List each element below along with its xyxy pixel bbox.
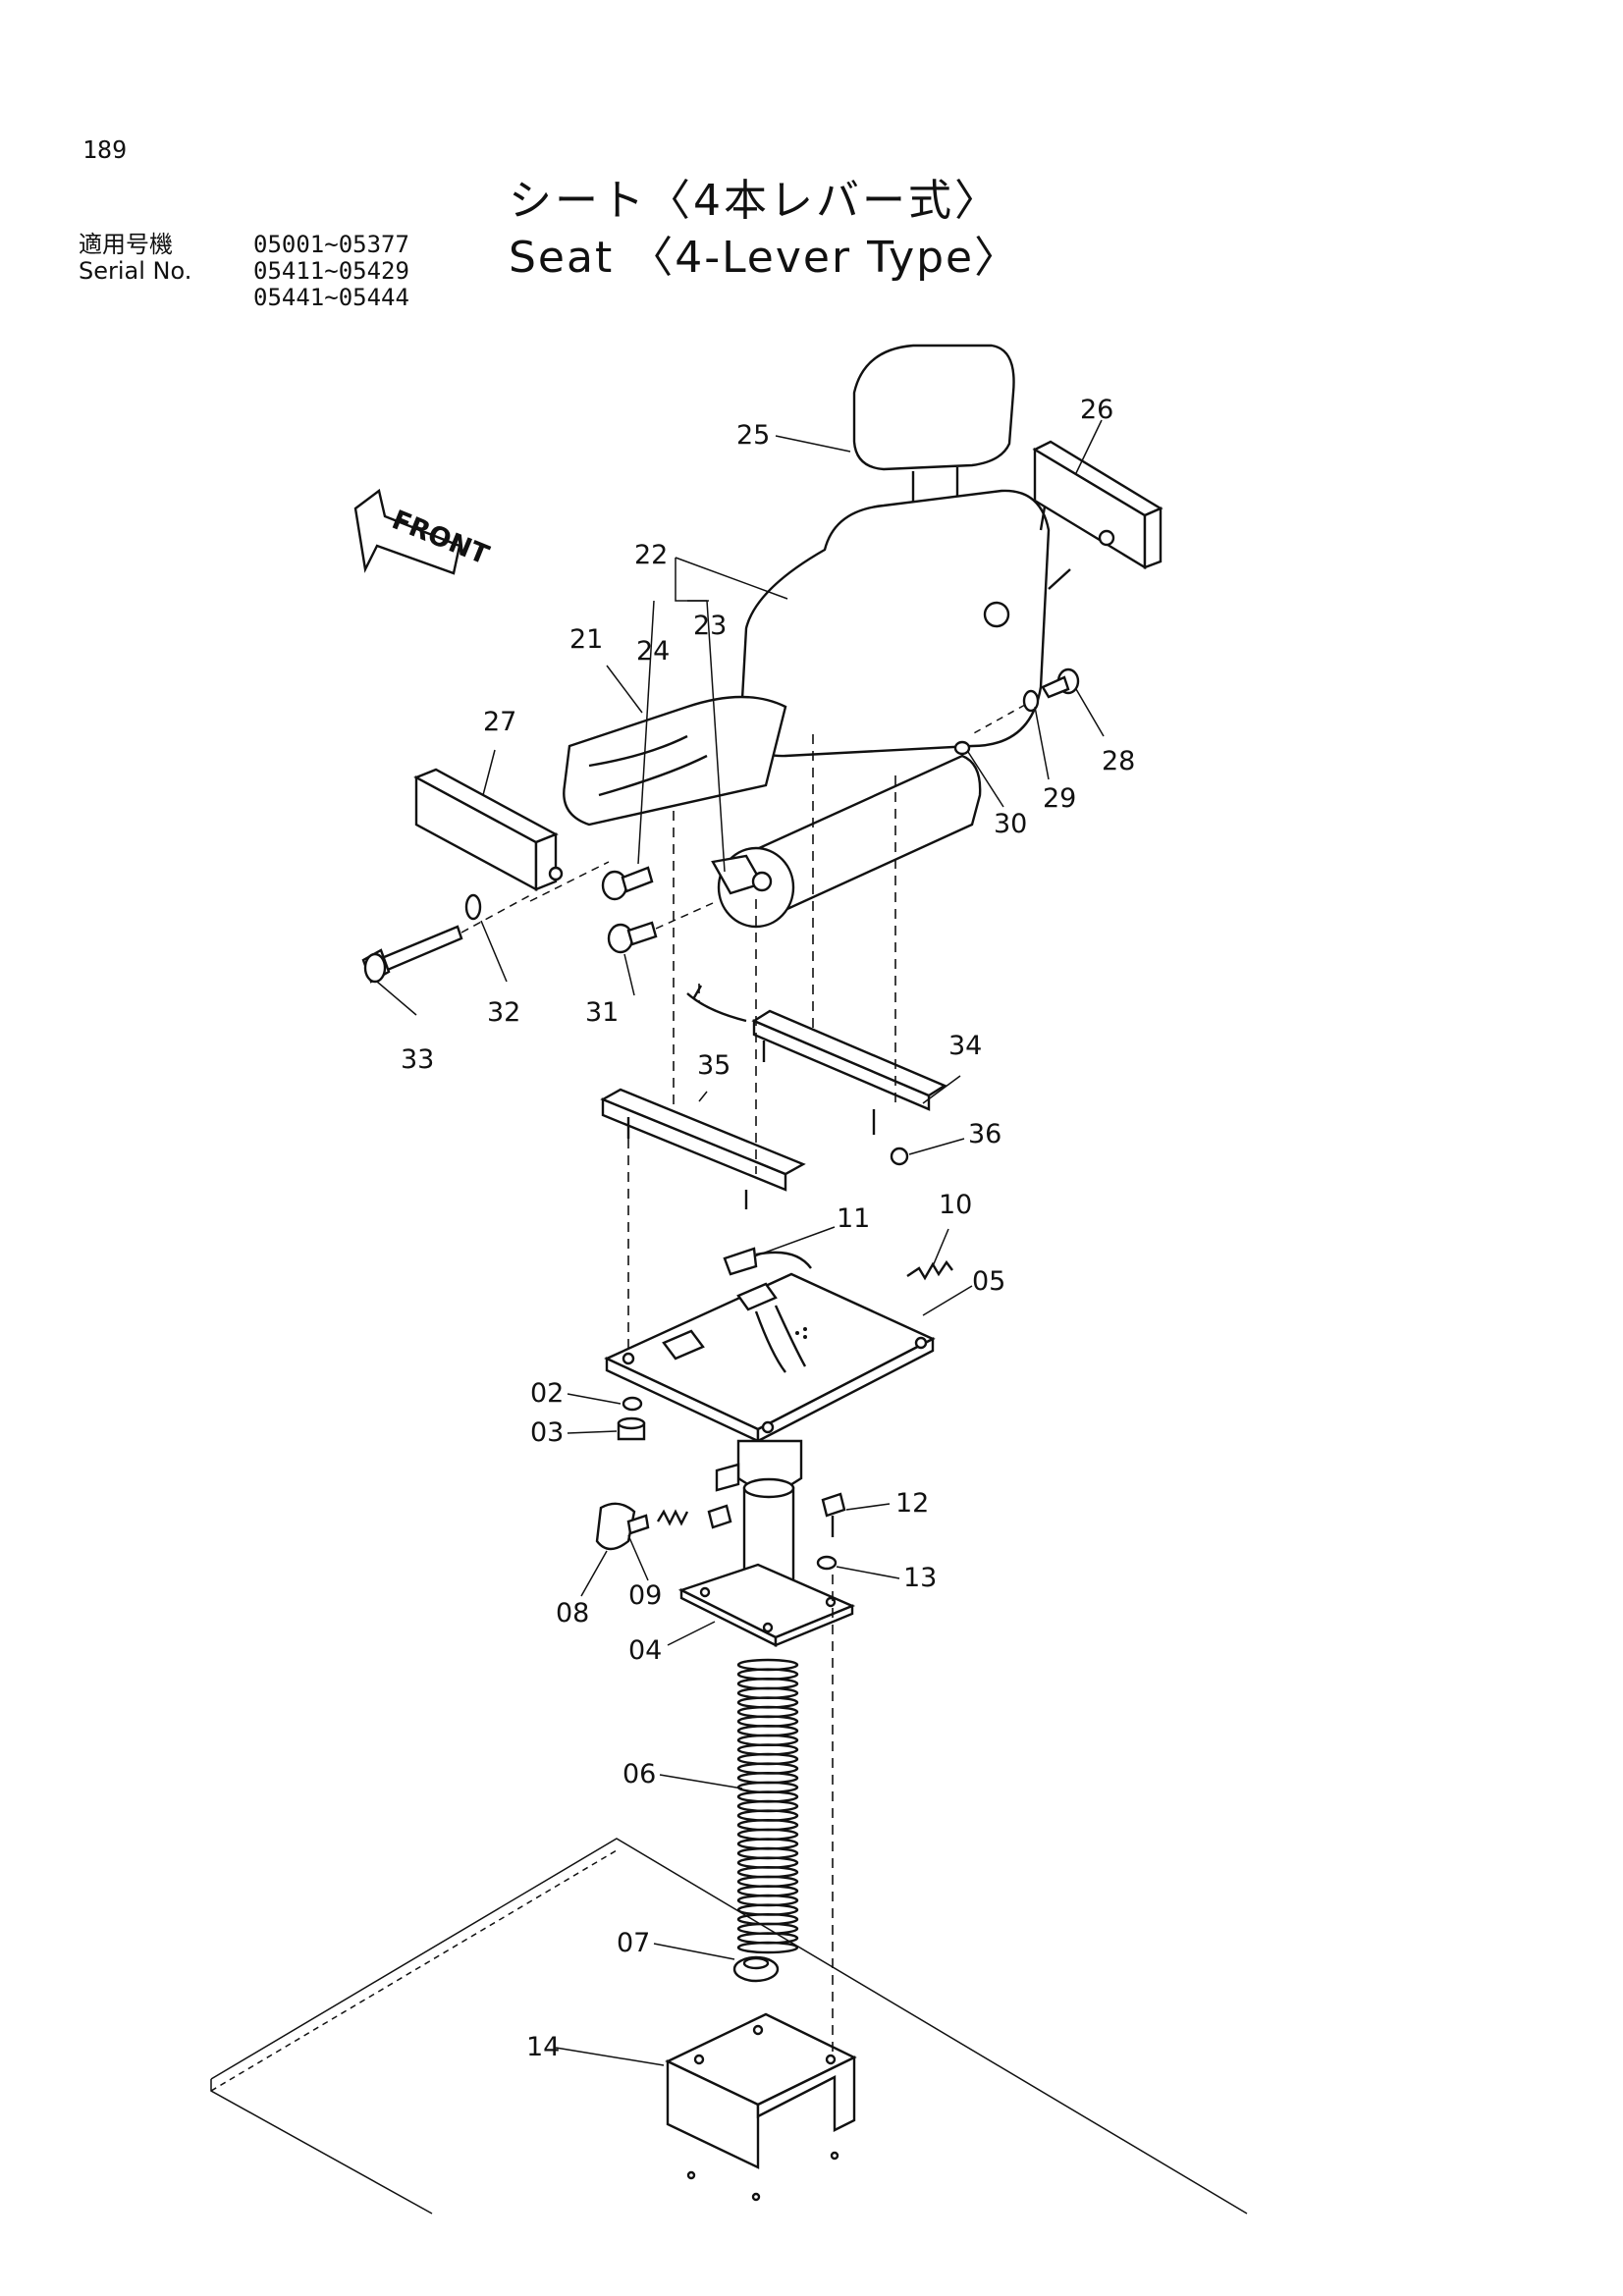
lever-11 [723,1247,812,1276]
callout-10: 10 [939,1190,972,1220]
serial-range: 05411~05429 [253,257,409,285]
callout-28: 28 [1102,746,1135,776]
spring-cap-07 [732,1955,780,1983]
washer-29 [1022,689,1040,713]
callout-13: 13 [903,1563,937,1593]
seat-cushion [563,695,787,827]
slide-rail-35 [600,1088,806,1209]
assembly-lines [529,734,896,2057]
callout-06: 06 [622,1759,656,1789]
seat-backrest [739,470,1071,758]
callout-11: 11 [837,1203,870,1234]
slide-rail-34 [686,985,947,1166]
serial-ranges: 05001~05377 05411~05429 05441~05444 [253,232,409,311]
seat-post-column [677,1439,856,1647]
callout-26: 26 [1080,395,1113,425]
washer-30 [953,740,971,756]
callout-04: 04 [628,1635,662,1666]
washer-02 [622,1396,643,1412]
bolt-09b [707,1504,732,1529]
callout-34: 34 [948,1031,982,1061]
callout-24: 24 [636,636,670,667]
callout-25: 25 [736,420,770,451]
floor-plate [210,1838,1248,2215]
callout-09: 09 [628,1580,662,1611]
callout-27: 27 [483,707,516,737]
mount-hole [686,2170,696,2180]
callouts: 25 26 22 23 24 21 27 28 29 30 31 32 33 3… [401,395,1135,2062]
callout-31: 31 [585,997,619,1028]
callout-02: 02 [530,1378,564,1409]
leader-lines [376,419,1105,2066]
bolt-28 [1041,667,1080,699]
callout-21: 21 [569,624,603,655]
callout-08: 08 [556,1598,589,1629]
page-title-japanese: シート〈4本レバー式〉 [509,176,1001,226]
seat-plate-05 [604,1272,936,1443]
mount-hole [751,2192,761,2202]
callout-22: 22 [634,540,668,570]
washer-32 [464,893,482,921]
callout-29: 29 [1043,783,1076,814]
spring-coil [736,1941,799,1954]
coil-spring-06 [736,1658,799,1954]
callout-03: 03 [530,1417,564,1448]
callout-32: 32 [487,997,520,1028]
serial-label: 適用号機 Serial No. [79,232,191,285]
callout-35: 35 [697,1050,730,1081]
seat-frame-roll [711,754,982,929]
callout-07: 07 [617,1928,650,1958]
knob-bolt-31 [607,902,714,954]
callout-33: 33 [401,1044,434,1075]
bracket-14 [665,2012,857,2169]
callout-12: 12 [895,1488,929,1519]
mount-hole [830,2151,839,2161]
serial-range: 05441~05444 [253,284,409,311]
armrest-right [1032,440,1163,570]
armrest-left [413,768,564,892]
bolt-33 [361,894,531,984]
bolt-12 [821,1492,846,1537]
front-arrow-icon: FRONT [353,488,494,575]
serial-range: 05001~05377 [253,231,409,258]
callout-23: 23 [693,611,727,641]
knob-bolt-24 [601,866,654,901]
spring-09 [656,1509,689,1526]
spring-10 [906,1259,953,1281]
serial-label-english: Serial No. [79,257,192,285]
nut-03 [617,1416,646,1441]
callout-14: 14 [526,2032,560,2062]
page-title-english: Seat 〈4-Lever Type〉 [509,233,1020,283]
washer-13 [816,1555,838,1571]
knob-08 [595,1502,650,1551]
page-number: 189 [82,135,128,164]
callout-05: 05 [972,1266,1005,1297]
callout-30: 30 [994,809,1027,839]
serial-label-japanese: 適用号機 [79,231,173,258]
callout-36: 36 [968,1119,1001,1149]
